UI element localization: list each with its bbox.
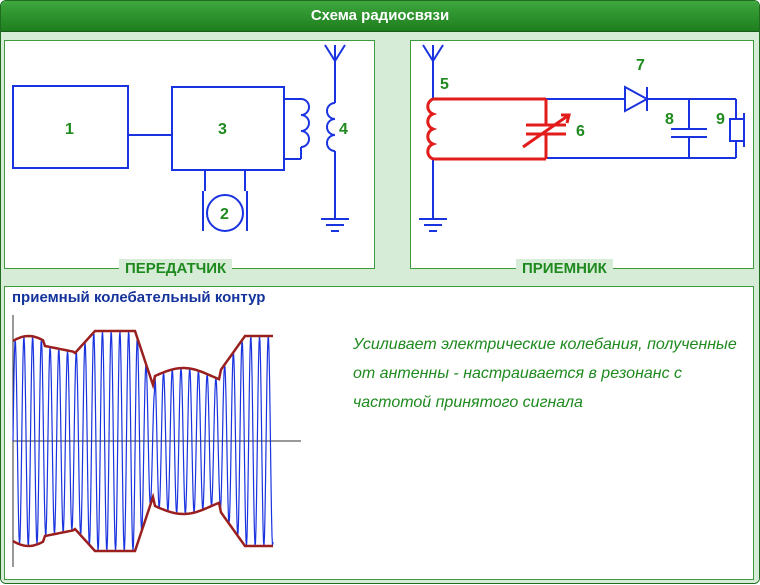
label-7: 7 bbox=[636, 57, 645, 74]
label-4: 4 bbox=[339, 121, 348, 138]
diode-7 bbox=[624, 85, 650, 113]
window-title: Схема радиосвязи bbox=[1, 1, 759, 32]
content-area: 1 3 2 4 ПЕРЕДАТЧИК bbox=[1, 32, 759, 583]
label-3: 3 bbox=[218, 121, 227, 138]
envelope-top bbox=[12, 329, 273, 390]
block-3-rect bbox=[171, 86, 285, 171]
oscillation-graph bbox=[12, 315, 301, 567]
label-8: 8 bbox=[665, 111, 674, 128]
headphone-9 bbox=[729, 118, 745, 142]
oscillation-wave bbox=[12, 331, 274, 552]
envelope-bottom bbox=[12, 492, 273, 553]
label-1: 1 bbox=[65, 121, 74, 138]
receiver-label: ПРИЕМНИК bbox=[516, 259, 613, 279]
receiver-panel: 5 6 7 8 9 ПРИЕМНИК bbox=[410, 40, 754, 279]
microphone-2-circle bbox=[206, 194, 244, 232]
contour-title: приемный колебательный контур bbox=[12, 289, 266, 306]
receiving-contour-highlight bbox=[426, 97, 571, 161]
transmitter-panel: 1 3 2 4 ПЕРЕДАТЧИК bbox=[4, 40, 375, 279]
label-9: 9 bbox=[716, 111, 725, 128]
block-1-rect bbox=[12, 85, 129, 169]
transmitter-label: ПЕРЕДАТЧИК bbox=[119, 259, 233, 279]
transmitter-schematic: 1 3 2 4 bbox=[12, 44, 349, 232]
label-5: 5 bbox=[440, 76, 449, 93]
contour-panel: приемный колебательный контур bbox=[4, 286, 754, 580]
label-6: 6 bbox=[576, 123, 585, 140]
contour-description: Усиливает электрические колебания, получ… bbox=[353, 336, 737, 411]
label-2: 2 bbox=[220, 206, 229, 223]
receiver-schematic: 5 6 7 8 9 bbox=[419, 44, 745, 232]
